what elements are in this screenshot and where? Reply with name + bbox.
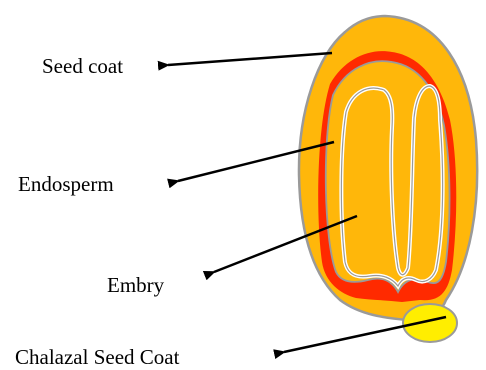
label-endosperm: Endosperm — [18, 174, 114, 195]
label-seed-coat: Seed coat — [42, 56, 123, 77]
label-chalazal-seed-coat: Chalazal Seed Coat — [15, 347, 179, 368]
label-embry: Embry — [107, 275, 164, 296]
chalazal-seed-coat-shape — [403, 304, 457, 342]
arrow-seed-coat — [168, 53, 332, 65]
